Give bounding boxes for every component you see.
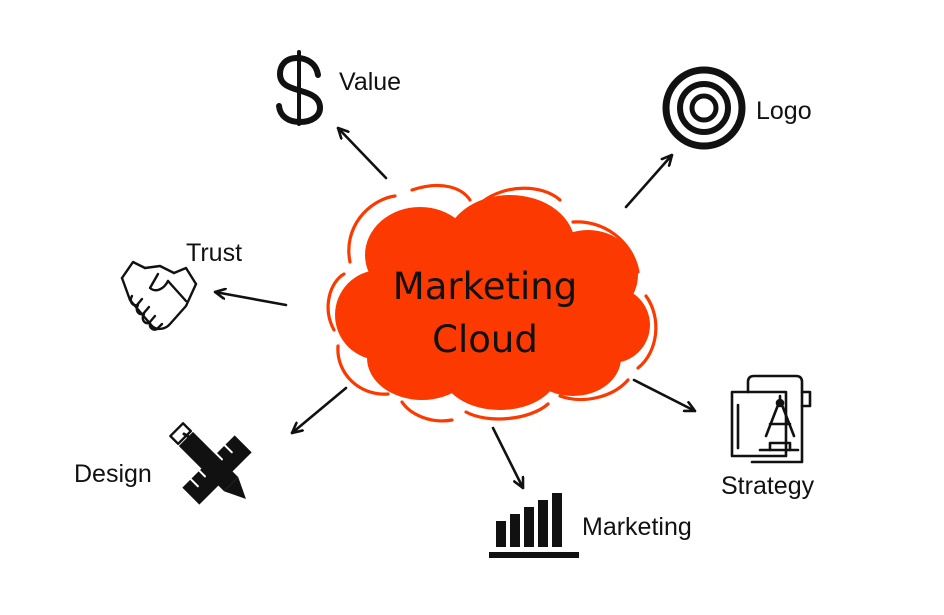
arrow-to-logo <box>624 153 674 209</box>
handshake-icon <box>120 260 198 331</box>
marketing-label: Marketing <box>582 513 692 541</box>
design-label: Design <box>74 460 152 488</box>
center-title: Marketing Cloud <box>340 260 630 366</box>
arrow-to-trust <box>213 292 288 307</box>
strategy-label: Strategy <box>721 472 815 500</box>
blueprint-compass-icon <box>730 374 812 464</box>
arrow-to-design <box>290 386 348 435</box>
arrow-to-strategy <box>632 378 697 413</box>
pencil-ruler-icon <box>169 422 252 505</box>
logo-label: Logo <box>756 97 812 125</box>
trust-label: Trust <box>186 239 243 267</box>
dollar-icon <box>276 50 323 126</box>
center-title-line-1: Marketing <box>392 265 578 308</box>
arrows <box>213 128 697 490</box>
center-title-line-2: Cloud <box>432 318 538 361</box>
target-circles-icon <box>662 66 746 150</box>
arrow-to-value <box>336 128 388 180</box>
marketing-cloud-shape <box>326 183 658 423</box>
bar-chart-icon <box>489 493 579 558</box>
value-label: Value <box>339 68 402 96</box>
arrow-to-marketing <box>491 426 523 490</box>
